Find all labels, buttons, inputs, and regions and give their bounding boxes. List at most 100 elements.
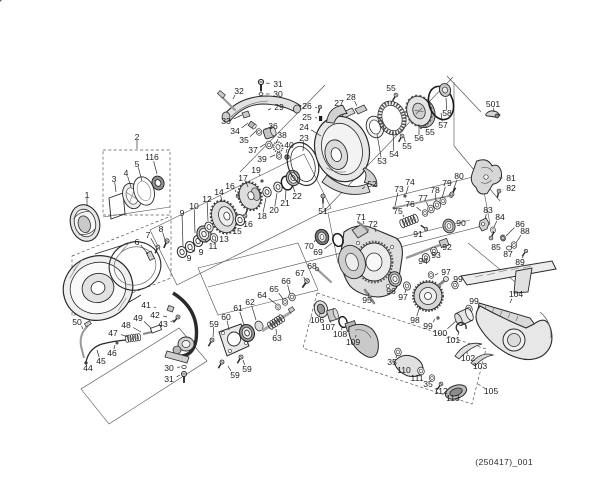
part-label-99: 99 <box>453 274 463 284</box>
part-label-48: 48 <box>121 320 131 330</box>
part-label-14: 14 <box>214 187 224 197</box>
leader-line <box>227 365 232 372</box>
part-label-99: 99 <box>423 321 433 331</box>
leader-line <box>361 186 366 190</box>
part-label-99: 99 <box>469 296 479 306</box>
part-label-113: 113 <box>446 393 460 403</box>
leader-line <box>416 305 421 317</box>
part-label-45: 45 <box>96 356 106 366</box>
handle-drawing <box>313 300 468 400</box>
part-label-96: 96 <box>386 286 396 296</box>
leader-line <box>440 112 443 122</box>
rotor-drawing <box>286 83 501 204</box>
part-label-57: 57 <box>438 120 448 130</box>
part-label-18: 18 <box>257 211 267 221</box>
leader-line <box>484 213 487 220</box>
leader-line <box>214 240 217 242</box>
leader-line <box>176 374 181 378</box>
part-label-30: 30 <box>164 363 174 373</box>
part-label-52: 52 <box>367 179 377 189</box>
part-label-36: 36 <box>268 121 278 131</box>
part-label-23: 23 <box>299 133 309 143</box>
drag-group-box <box>102 149 171 216</box>
part-label-101: 101 <box>446 335 461 345</box>
leader-line <box>445 97 448 110</box>
part-label-34: 34 <box>230 126 240 136</box>
leader-line <box>204 239 208 243</box>
leader-line <box>140 244 149 255</box>
part-label-104: 104 <box>509 289 524 299</box>
drawing-code: (250417)_001 <box>475 457 533 467</box>
part-label-58: 58 <box>442 108 452 118</box>
part-label-53: 53 <box>377 156 387 166</box>
leader-line <box>416 206 422 212</box>
leader-line <box>402 214 405 218</box>
spool-group-box <box>71 215 172 317</box>
part-label-55: 55 <box>425 127 435 137</box>
part-label-501: 501 <box>486 99 501 109</box>
part-label-78: 78 <box>430 185 440 195</box>
leader-line <box>315 106 318 109</box>
part-label-82: 82 <box>506 183 516 193</box>
spool-drawing <box>62 237 171 321</box>
part-label-54: 54 <box>389 149 399 159</box>
part-label-35: 35 <box>239 135 249 145</box>
roller-clutch-drawing <box>205 291 297 371</box>
leader-line <box>343 106 346 111</box>
leader-line <box>274 192 278 207</box>
bail-crank-drawing <box>216 78 368 161</box>
leader-line <box>170 319 175 323</box>
part-label-69: 69 <box>313 247 323 257</box>
leader-line <box>206 202 209 222</box>
part-label-3: 3 <box>112 174 117 184</box>
part-label-88: 88 <box>520 226 530 236</box>
part-label-16: 16 <box>225 181 235 191</box>
part-labels: 1234511667891012141617199911131516182021… <box>72 79 530 403</box>
part-label-73: 73 <box>394 184 404 194</box>
part-label-66: 66 <box>281 276 291 286</box>
part-label-72: 72 <box>368 219 378 229</box>
part-label-112: 112 <box>434 386 448 396</box>
part-label-84: 84 <box>495 212 505 222</box>
leader-line <box>324 242 333 250</box>
part-label-19: 19 <box>251 165 261 175</box>
leader-line <box>313 238 317 243</box>
leader-line <box>441 186 446 199</box>
part-label-24: 24 <box>299 122 309 132</box>
part-label-9: 9 <box>187 253 192 263</box>
leader-line <box>150 238 158 250</box>
part-label-55: 55 <box>402 141 412 151</box>
leader-line <box>432 318 436 323</box>
part-label-30: 30 <box>273 89 283 99</box>
leader-line <box>241 122 249 129</box>
part-label-86: 86 <box>515 219 525 229</box>
part-label-100: 100 <box>433 328 448 338</box>
part-label-35: 35 <box>387 357 397 367</box>
part-label-108: 108 <box>333 329 348 339</box>
leader-line <box>233 114 243 120</box>
part-label-51: 51 <box>318 206 328 216</box>
leader-line <box>493 220 498 228</box>
part-label-35: 35 <box>423 379 433 389</box>
leader-line <box>127 176 132 188</box>
part-label-106: 106 <box>310 315 325 325</box>
part-label-26: 26 <box>302 101 312 111</box>
leader-line <box>362 220 365 225</box>
part-label-9: 9 <box>199 247 204 257</box>
part-label-61: 61 <box>233 303 243 313</box>
part-label-83: 83 <box>483 205 493 215</box>
dashed-group-boxes <box>71 149 487 405</box>
leader-line <box>368 292 370 297</box>
oscillation-parts-drawing <box>392 159 530 264</box>
part-label-20: 20 <box>269 205 279 215</box>
leader-line <box>278 292 284 300</box>
part-label-98: 98 <box>410 315 420 325</box>
part-label-47: 47 <box>108 328 118 338</box>
part-label-5: 5 <box>135 159 140 169</box>
leader-line <box>285 148 288 154</box>
part-label-62: 62 <box>245 297 255 307</box>
handle-group-box <box>302 292 487 405</box>
part-label-56: 56 <box>414 133 424 143</box>
